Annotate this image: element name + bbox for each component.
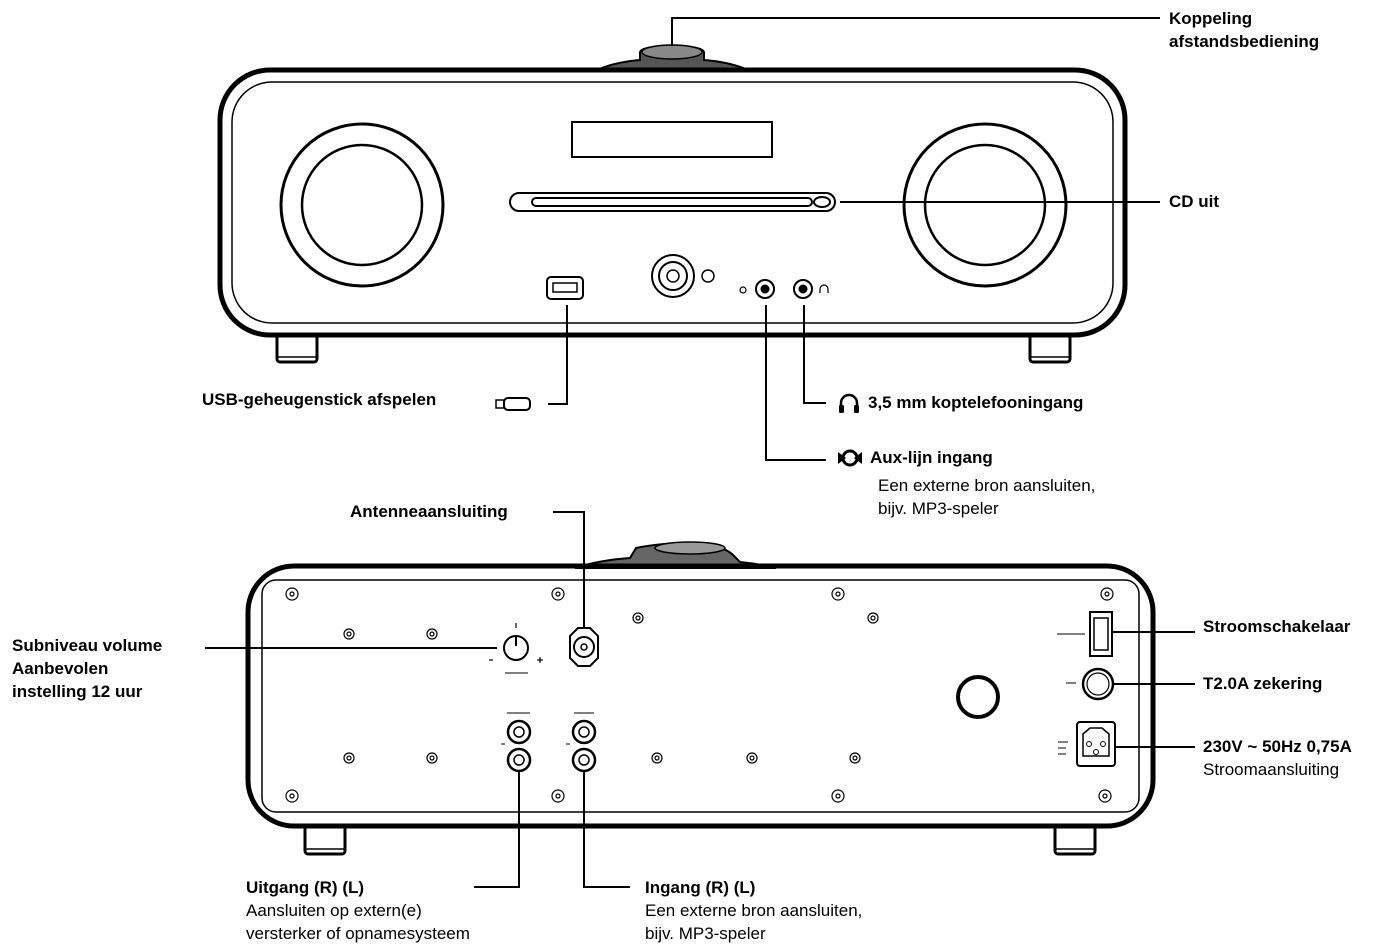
rear-view [205, 511, 1195, 888]
label-pairing-line1: Koppeling [1169, 9, 1253, 28]
label-power-switch: Stroomschakelaar [1203, 615, 1350, 638]
front-view [217, 17, 1160, 461]
label-output: Uitgang (R) (L) Aansluiten op extern(e) … [246, 876, 470, 945]
label-sub-volume: Subniveau volume Aanbevolen instelling 1… [12, 634, 162, 703]
display-window [571, 121, 773, 158]
cd-eject-button [813, 196, 831, 208]
aux-in-icon [838, 449, 862, 466]
label-aux-line2: bijv. MP3-speler [878, 498, 999, 518]
label-fuse-text: T2.0A zekering [1203, 674, 1323, 693]
label-pairing: Koppeling afstandsbediening [1169, 7, 1319, 53]
label-power: 230V ~ 50Hz 0,75A Stroomaansluiting [1203, 735, 1352, 781]
label-sub-volume-line1: Subniveau volume [12, 636, 163, 655]
label-output-title: Uitgang (R) (L) [246, 878, 365, 897]
output-rca-r [506, 719, 532, 745]
bass-port [956, 675, 1000, 719]
label-cd-eject-text: CD uit [1169, 192, 1220, 211]
rear-foot-right [1053, 824, 1097, 856]
ir-sensor [701, 269, 715, 283]
front-leader-lines [548, 17, 1160, 461]
rear-foot-left [303, 824, 347, 856]
label-sub-volume-line3: instelling 12 uur [12, 682, 143, 701]
label-aux-title: Aux-lijn ingang [838, 446, 993, 469]
label-headphone: 3,5 mm koptelefooningang [838, 391, 1083, 420]
label-fuse: T2.0A zekering [1203, 672, 1322, 695]
label-power-subtitle: Stroomaansluiting [1203, 760, 1340, 779]
cd-slot [509, 192, 836, 212]
label-sub-volume-line2: Aanbevolen [12, 659, 109, 678]
headphone-icon [839, 393, 859, 413]
speaker-right [902, 122, 1068, 288]
label-usb-text: USB-geheugenstick afspelen [202, 390, 437, 409]
label-aux: Aux-lijn ingang Een externe bron aanslui… [838, 446, 1095, 520]
usb-port [546, 276, 584, 300]
label-input: Ingang (R) (L) Een externe bron aansluit… [645, 876, 862, 945]
usb-stick-icon [495, 397, 531, 411]
label-power-title: 230V ~ 50Hz 0,75A [1203, 737, 1352, 756]
input-rca-l [571, 747, 597, 773]
label-usb: USB-geheugenstick afspelen [202, 388, 436, 411]
power-socket [1076, 721, 1116, 767]
speaker-left [279, 122, 445, 288]
label-aux-value: Aux-lijn ingang [870, 448, 993, 467]
label-output-line2: versterker of opnamesysteem [246, 924, 470, 943]
front-foot-left [275, 333, 319, 364]
label-output-line1: Aansluiten op extern(e) [246, 901, 422, 920]
label-aux-line1: Een externe bron aansluiten, [878, 475, 1096, 495]
label-headphone-text: 3,5 mm koptelefooningang [838, 391, 1083, 414]
output-rca-l [506, 747, 532, 773]
label-headphone-value: 3,5 mm koptelefooningang [868, 393, 1084, 412]
rear-leader-lines [205, 511, 1195, 888]
label-antenna-text: Antenneaansluiting [350, 502, 508, 521]
label-pairing-line2: afstandsbediening [1169, 32, 1320, 51]
antenna-connector [569, 627, 599, 667]
label-power-switch-text: Stroomschakelaar [1203, 617, 1351, 636]
rear-screws [285, 587, 1114, 803]
label-input-line1: Een externe bron aansluiten, [645, 901, 863, 920]
label-antenna: Antenneaansluiting [350, 500, 508, 523]
headphone-jack [793, 279, 813, 299]
front-foot-right [1028, 333, 1072, 364]
power-knob [651, 254, 695, 298]
aux-jack [755, 279, 775, 299]
label-input-line2: bijv. MP3-speler [645, 924, 766, 943]
power-switch [1089, 611, 1113, 657]
label-cd-eject: CD uit [1169, 190, 1219, 213]
input-rca-r [571, 719, 597, 745]
label-input-title: Ingang (R) (L) [645, 878, 756, 897]
rear-cabinet [245, 563, 1156, 829]
